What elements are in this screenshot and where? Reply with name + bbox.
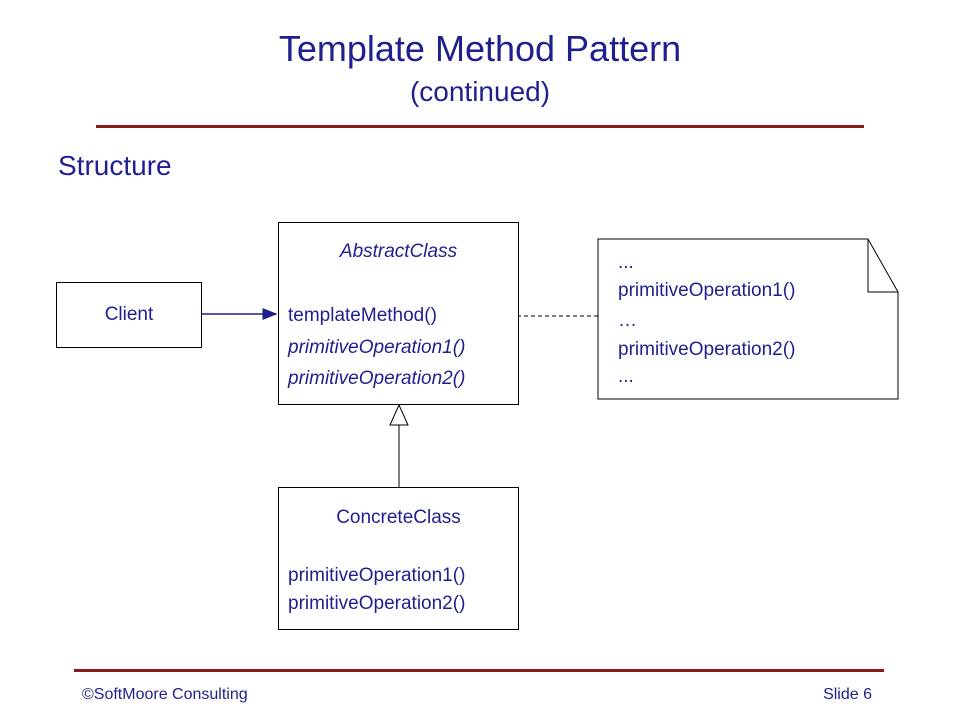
note-line: primitiveOperation2() [618, 339, 796, 360]
note-line: … [618, 310, 637, 331]
footer-copyright: ©SoftMoore Consulting [82, 686, 248, 703]
note-line: primitiveOperation1() [618, 280, 796, 301]
abstract-class-operation: primitiveOperation1() [288, 337, 466, 358]
abstract-class-operation: templateMethod() [288, 305, 437, 326]
abstract-class-name: AbstractClass [339, 241, 458, 262]
note-line: ... [618, 366, 634, 387]
concrete-class-operation: primitiveOperation1() [288, 565, 466, 586]
concrete-class-name: ConcreteClass [336, 507, 461, 528]
slide-title: Template Method Pattern [278, 28, 682, 69]
concrete-class-box [278, 487, 519, 630]
client-class-box [56, 282, 202, 348]
slide-subtitle: (continued) [409, 76, 551, 107]
note-line: ... [618, 252, 634, 273]
concrete-class-operation: primitiveOperation2() [288, 593, 466, 614]
inheritance-triangle-icon [389, 403, 409, 426]
note-shape [597, 238, 899, 400]
section-heading: Structure [58, 150, 172, 181]
title-divider [96, 125, 864, 128]
footer-slide-number: Slide 6 [823, 686, 872, 703]
footer-divider [74, 669, 884, 672]
abstract-class-operation: primitiveOperation2() [288, 368, 466, 389]
client-class-name: Client [104, 304, 154, 325]
note-fold-corner [867, 239, 898, 293]
abstract-class-box [278, 222, 519, 405]
